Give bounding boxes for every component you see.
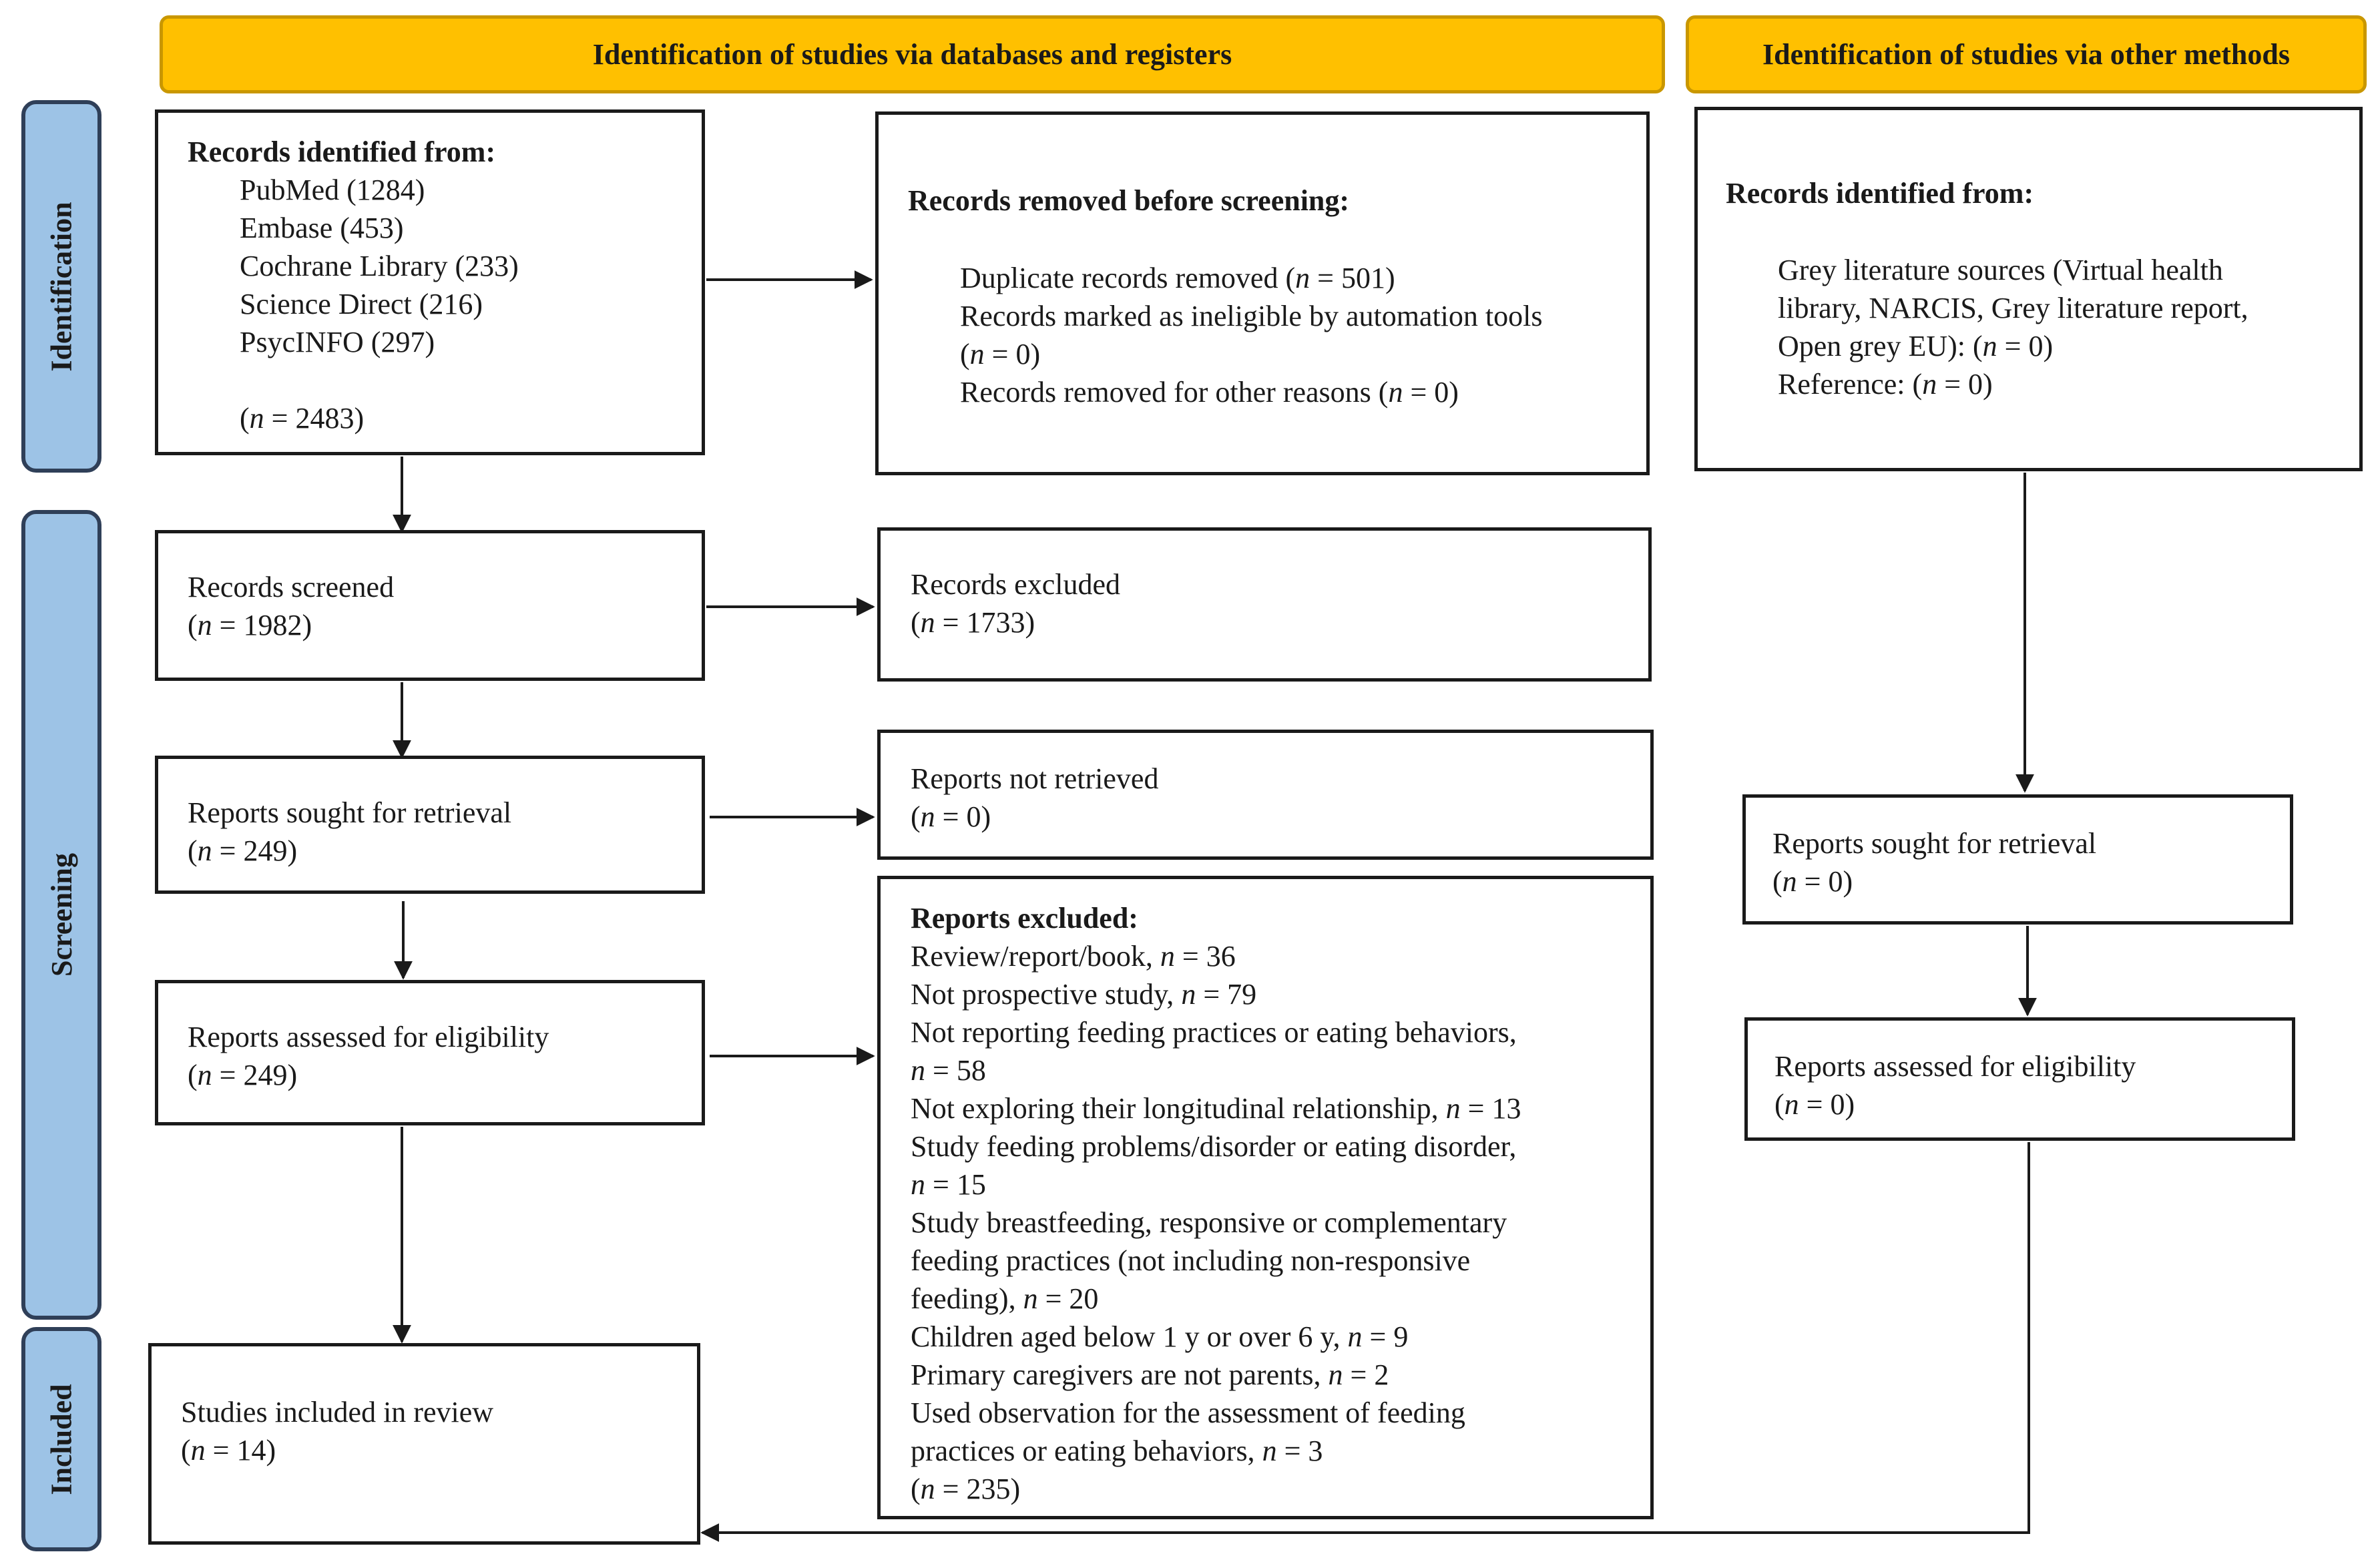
reports-sought-label: Reports sought for retrieval [188,796,512,829]
studies-included-n: (n = 14) [181,1434,276,1467]
phase-screening: Screening [21,510,101,1320]
reports-assessed-label: Reports assessed for eligibility [188,1021,549,1053]
exclusion-breastfeeding-3: feeding), n = 20 [911,1282,1099,1315]
other-records-title: Records identified from: [1726,177,2034,210]
exclusion-feeding-problems: Study feeding problems/disorder or eatin… [911,1130,1517,1163]
studies-included-label: Studies included in review [181,1396,494,1428]
phase-included: Included [21,1327,101,1551]
reports-assessed-box: Reports assessed for eligibility (n = 24… [155,980,705,1125]
source-science-direct: Science Direct (216) [240,288,483,320]
source-cochrane: Cochrane Library (233) [240,250,519,282]
reference-n: Reference: (n = 0) [1778,368,1993,401]
source-embase: Embase (453) [240,212,404,244]
reports-assessed-n: (n = 249) [188,1059,298,1091]
records-identified-title: Records identified from: [188,136,496,168]
other-records-box: Records identified from: Grey literature… [1694,107,2363,471]
exclusion-observation-1: Used observation for the assessment of f… [911,1396,1465,1429]
records-excluded-box: Records excluded (n = 1733) [877,527,1652,682]
header-databases: Identification of studies via databases … [160,15,1665,93]
exclusion-breastfeeding-1: Study breastfeeding, responsive or compl… [911,1206,1507,1239]
automation-tools-n: (n = 0) [960,338,1041,370]
exclusion-caregivers: Primary caregivers are not parents, n = … [911,1358,1389,1391]
header-databases-label: Identification of studies via databases … [592,38,1232,71]
records-excluded-label: Records excluded [911,568,1120,601]
records-removed-title: Records removed before screening: [908,184,1350,217]
grey-literature-n: Open grey EU): (n = 0) [1778,330,2054,362]
other-reasons-line: Records removed for other reasons (n = 0… [960,376,1459,409]
other-reports-sought-n: (n = 0) [1772,865,1853,898]
reports-not-retrieved-n: (n = 0) [911,800,991,833]
exclusion-observation-2: practices or eating behaviors, n = 3 [911,1435,1323,1467]
records-screened-n: (n = 1982) [188,609,312,641]
reports-not-retrieved-label: Reports not retrieved [911,762,1159,795]
other-reports-sought-label: Reports sought for retrieval [1772,827,2097,860]
exclusion-breastfeeding-2: feeding practices (not including non-res… [911,1244,1471,1277]
reports-excluded-box: Reports excluded: Review/report/book, n … [877,876,1654,1519]
header-other-methods: Identification of studies via other meth… [1686,15,2367,93]
grey-literature-line-1: Grey literature sources (Virtual health [1778,254,2223,286]
other-reports-assessed-label: Reports assessed for eligibility [1774,1050,2136,1083]
reports-sought-n: (n = 249) [188,834,298,867]
records-screened-box: Records screened (n = 1982) [155,530,705,681]
reports-not-retrieved-box: Reports not retrieved (n = 0) [877,730,1654,860]
source-psycinfo: PsycINFO (297) [240,326,435,358]
reports-excluded-total: (n = 235) [911,1473,1021,1505]
exclusion-not-longitudinal: Not exploring their longitudinal relatio… [911,1092,1521,1125]
phase-identification: Identification [21,100,101,473]
reports-excluded-title: Reports excluded: [911,902,1138,935]
other-reports-sought-box: Reports sought for retrieval (n = 0) [1742,794,2293,925]
automation-tools-line: Records marked as ineligible by automati… [960,300,1543,332]
records-screened-label: Records screened [188,571,395,603]
records-identified-total: (n = 2483) [240,402,365,435]
studies-included-box: Studies included in review (n = 14) [148,1343,700,1545]
exclusion-not-reporting: Not reporting feeding practices or eatin… [911,1016,1517,1049]
duplicate-records-line: Duplicate records removed (n = 501) [960,262,1395,294]
source-pubmed: PubMed (1284) [240,174,425,206]
arrow-other-assessed-to-included [700,1142,2030,1542]
other-reports-assessed-box: Reports assessed for eligibility (n = 0) [1744,1017,2295,1141]
exclusion-review: Review/report/book, n = 36 [911,940,1236,973]
grey-literature-line-2: library, NARCIS, Grey literature report, [1778,292,2248,324]
exclusion-feeding-problems-n: n = 15 [911,1168,986,1201]
exclusion-not-reporting-n: n = 58 [911,1054,986,1087]
records-removed-box: Records removed before screening: Duplic… [875,111,1650,475]
records-identified-box: Records identified from: PubMed (1284) E… [155,109,705,455]
reports-sought-box: Reports sought for retrieval (n = 249) [155,756,705,894]
records-excluded-n: (n = 1733) [911,606,1035,639]
exclusion-children-age: Children aged below 1 y or over 6 y, n =… [911,1320,1409,1353]
exclusion-not-prospective: Not prospective study, n = 79 [911,978,1257,1011]
other-reports-assessed-n: (n = 0) [1774,1088,1855,1121]
header-other-label: Identification of studies via other meth… [1762,38,2290,71]
